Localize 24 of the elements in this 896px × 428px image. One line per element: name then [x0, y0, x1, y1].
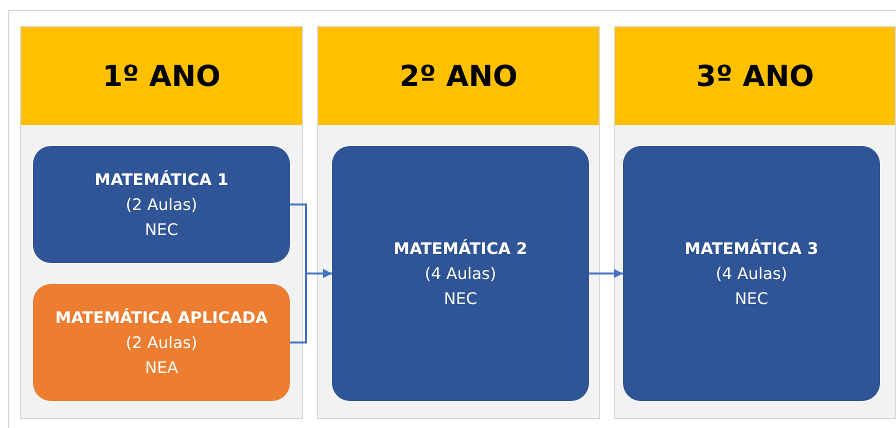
lesson-count: (4 Aulas) [424, 263, 496, 285]
course-box [623, 146, 880, 401]
course-title: MATEMÁTICA 2 [394, 238, 528, 260]
year-heading: 2º ANO [318, 27, 599, 125]
course-type: NEC [444, 288, 478, 310]
year-column [317, 26, 600, 419]
course-title: MATEMÁTICA 3 [684, 238, 818, 260]
year-heading: 1º ANO [21, 27, 302, 125]
lesson-count: (2 Aulas) [126, 194, 198, 216]
arrow [290, 269, 332, 344]
arrow [589, 269, 623, 278]
lesson-count: (2 Aulas) [126, 332, 198, 354]
course-title: MATEMÁTICA 1 [94, 169, 228, 191]
year-column [20, 26, 303, 419]
course-box [332, 146, 589, 401]
course-type: NEA [144, 357, 178, 379]
course-title: MATEMÁTICA APLICADA [55, 307, 268, 329]
course-box [33, 146, 290, 263]
course-box [33, 284, 290, 401]
year-heading: 3º ANO [615, 27, 895, 125]
lesson-count: (4 Aulas) [716, 263, 788, 285]
year-column [614, 26, 896, 419]
course-type: NEC [144, 219, 178, 241]
course-type: NEC [734, 288, 768, 310]
